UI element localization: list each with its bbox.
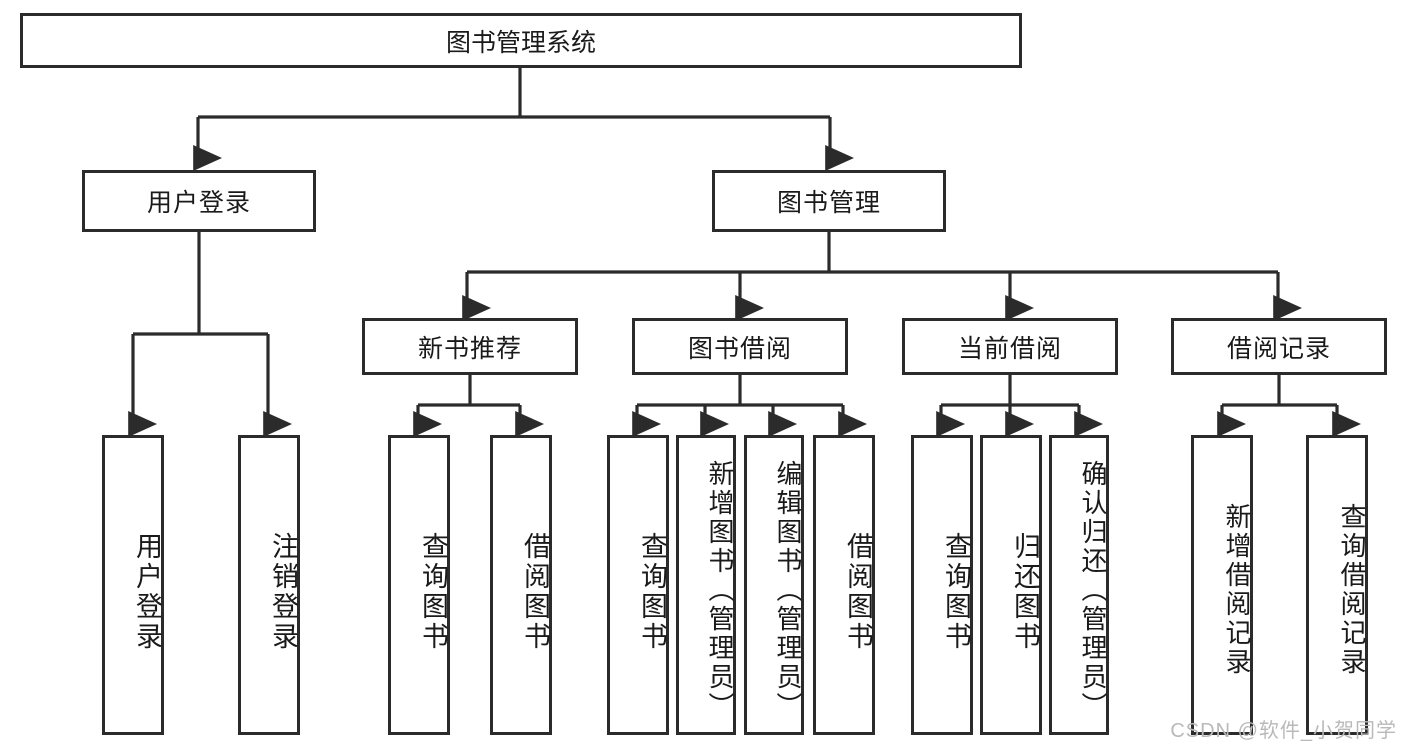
node-label: 图书管理 — [776, 189, 881, 217]
node-current-borrow[interactable]: 当前借阅 — [902, 318, 1118, 375]
leaf-new-book-query-book[interactable]: 查询图书 — [388, 435, 450, 735]
leaf-book-borrow-add-book-admin[interactable]: 新增图书（管理员） — [676, 435, 736, 735]
node-book-management[interactable]: 图书管理 — [712, 170, 946, 232]
leaf-book-borrow-borrow-book[interactable]: 借阅图书 — [813, 435, 875, 735]
node-label: 查询图书 — [637, 532, 667, 652]
leaf-book-borrow-edit-book-admin[interactable]: 编辑图书（管理员） — [744, 435, 804, 735]
node-label: 新增图书（管理员） — [705, 459, 735, 721]
node-new-book-recommend[interactable]: 新书推荐 — [362, 318, 578, 375]
leaf-book-borrow-query-book[interactable]: 查询图书 — [607, 435, 669, 735]
node-label: 借阅图书 — [520, 532, 550, 652]
node-label: 查询图书 — [418, 532, 448, 652]
node-label: 新增借阅记录 — [1222, 503, 1252, 677]
node-label: 用户登录 — [132, 532, 162, 652]
leaf-current-borrow-return-book[interactable]: 归还图书 — [980, 435, 1042, 735]
node-label: 编辑图书（管理员） — [773, 459, 803, 721]
node-label: 图书管理系统 — [445, 28, 596, 57]
watermark-text: CSDN @软件_小贺同学 — [1170, 720, 1397, 742]
leaf-user-login-logout[interactable]: 注销登录 — [238, 435, 300, 735]
node-label: 图书借阅 — [687, 334, 792, 363]
node-label: 归还图书 — [1010, 532, 1040, 652]
node-borrow-record[interactable]: 借阅记录 — [1171, 318, 1387, 375]
leaf-borrow-record-add-record[interactable]: 新增借阅记录 — [1191, 435, 1253, 735]
node-label: 确认归还（管理员） — [1078, 459, 1108, 721]
node-label: 查询图书 — [941, 532, 971, 652]
node-label: 借阅图书 — [843, 532, 873, 652]
node-label: 新书推荐 — [417, 334, 522, 363]
leaf-current-borrow-query-book[interactable]: 查询图书 — [911, 435, 973, 735]
node-label: 当前借阅 — [957, 334, 1062, 363]
leaf-borrow-record-query-record[interactable]: 查询借阅记录 — [1306, 435, 1368, 735]
leaf-new-book-borrow-book[interactable]: 借阅图书 — [490, 435, 552, 735]
node-label: 用户登录 — [146, 189, 251, 217]
leaf-user-login-login[interactable]: 用户登录 — [102, 435, 164, 735]
node-book-borrow[interactable]: 图书借阅 — [632, 318, 848, 375]
node-label: 查询借阅记录 — [1337, 503, 1367, 677]
node-label: 借阅记录 — [1226, 334, 1331, 363]
node-user-login[interactable]: 用户登录 — [82, 170, 316, 232]
leaf-current-borrow-confirm-return-admin[interactable]: 确认归还（管理员） — [1049, 435, 1109, 735]
node-label: 注销登录 — [268, 532, 298, 652]
node-root-book-management-system[interactable]: 图书管理系统 — [20, 13, 1022, 68]
